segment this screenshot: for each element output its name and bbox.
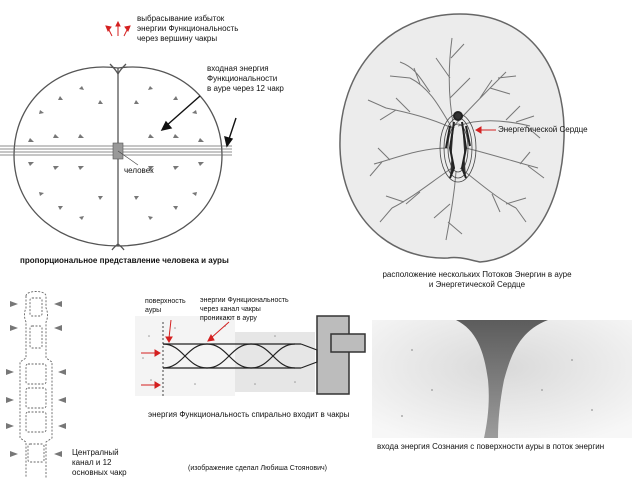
consciousness-funnel-image — [372, 320, 632, 438]
energy-through-channel-line-1: энергии Функциональность — [200, 297, 289, 304]
spiral-chakra-diagram — [135, 315, 366, 396]
input-energy-line-3: в ауре через 12 чакр — [207, 84, 284, 93]
aura-surface-line-1: поверхность — [145, 298, 186, 305]
aura-cross-section-diagram — [0, 20, 237, 251]
top-emission-line-3: через вершину чакры — [137, 34, 218, 43]
central-channel-line-2: канал и 12 — [72, 458, 112, 467]
energy-flows-aura-diagram — [339, 13, 565, 263]
caption-energy-flows: расположение нескольких Потоков Энергин … — [368, 270, 586, 290]
top-emission-label: выбрасывание избыток энергии Функциональ… — [137, 14, 238, 44]
energy-through-channel-line-2: через канал чакры — [200, 306, 261, 313]
input-energy-label: входная энергия Функциональности в ауре … — [207, 64, 284, 94]
energy-through-channel-line-3: проникают в ауру — [200, 315, 257, 322]
image-credit: (изображение сделал Любиша Стоянович) — [188, 465, 327, 472]
aura-surface-line-2: ауры — [145, 307, 162, 314]
caption-spiral: энергия Функциональность спирально входи… — [148, 410, 350, 419]
caption-consciousness-entry: входа энергия Сознания с поверхности аур… — [377, 442, 605, 451]
input-energy-line-1: входная энергия — [207, 64, 269, 73]
top-emission-line-1: выбрасывание избыток — [137, 14, 225, 23]
energy-through-channel-label: энергии Функциональность через канал чак… — [200, 296, 289, 323]
central-channel-label: Централный канал и 12 основных чакр — [72, 448, 127, 478]
central-channel-line-3: основных чакр — [72, 468, 127, 477]
person-label: человек — [124, 166, 154, 175]
central-channel-diagram — [6, 291, 66, 478]
input-energy-line-2: Функциональности — [207, 74, 278, 83]
caption-proportional: пропорциональное представление человека … — [20, 256, 229, 265]
aura-surface-label: поверхность ауры — [145, 297, 186, 315]
central-channel-line-1: Централный — [72, 448, 119, 457]
caption-energy-flows-line-2: и Энергетической Сердце — [428, 280, 526, 289]
caption-energy-flows-line-1: расположение нескольких Потоков Энергин … — [382, 270, 572, 279]
top-emission-line-2: энергии Функциональность — [137, 24, 239, 33]
heart-label: Энергетической Сердце — [498, 125, 588, 134]
